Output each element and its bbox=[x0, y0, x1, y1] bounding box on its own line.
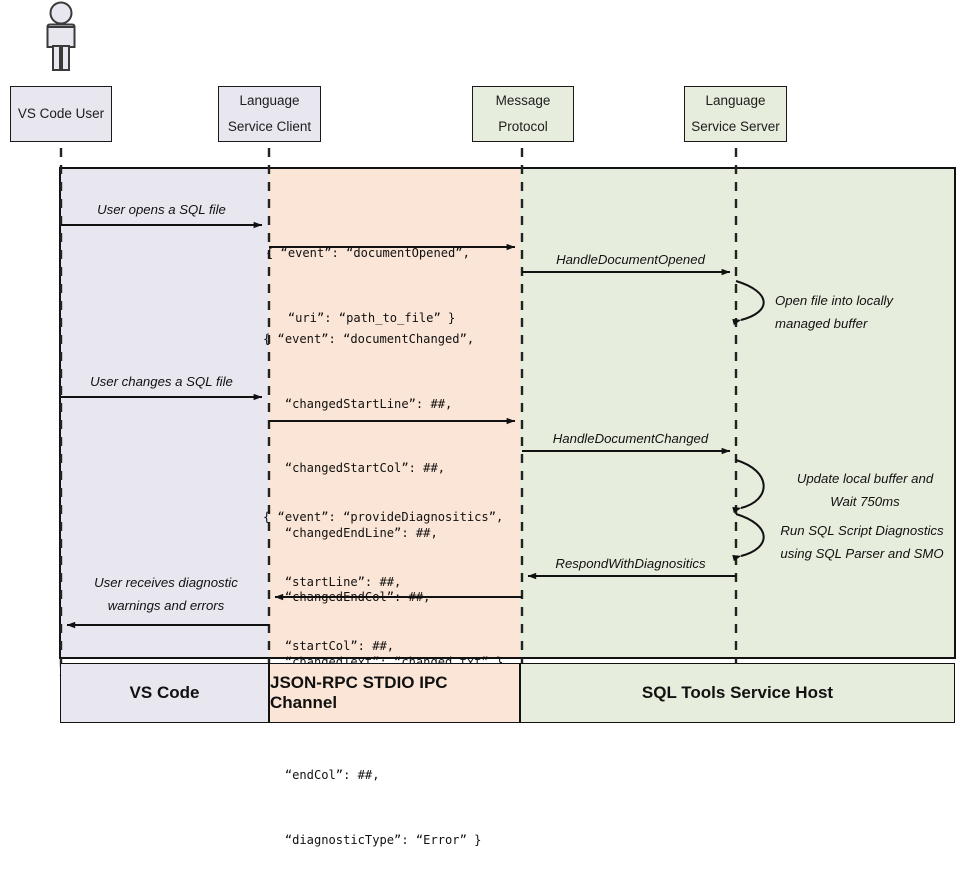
label-respond-with-diagnositics: RespondWithDiagnositics bbox=[555, 556, 706, 571]
participant-language-service-client-line2: Service Client bbox=[227, 119, 312, 134]
participant-vs-code-user-line1: VS Code User bbox=[17, 106, 105, 122]
payload-provide-diagnositics-line-0: { “event”: “provideDiagnositics”, bbox=[263, 510, 504, 525]
payload-provide-diagnositics-line-2: “startCol”: ##, bbox=[263, 639, 395, 654]
legend-sql-tools-service-host[interactable]: SQL Tools Service Host bbox=[520, 663, 955, 723]
note-open-file: Open file into locally managed buffer bbox=[775, 290, 955, 336]
participant-vs-code-user[interactable]: VS Code User bbox=[10, 86, 112, 142]
payload-document-changed-line-2: “changedStartCol”: ##, bbox=[263, 461, 446, 476]
payload-document-changed-line-0: { “event”: “documentChanged”, bbox=[263, 332, 475, 347]
legend-jsonrpc-label: JSON-RPC STDIO IPC Channel bbox=[270, 673, 448, 712]
note-update-buffer-line1: Update local buffer and bbox=[796, 471, 934, 486]
message-arrows bbox=[61, 221, 736, 629]
sequence-diagram-canvas bbox=[46, 1, 956, 680]
note-run-diagnostics-line1: Run SQL Script Diagnostics bbox=[780, 523, 944, 538]
payload-provide-diagnositics-line-4: “endCol”: ##, bbox=[263, 768, 380, 783]
label-handle-document-opened: HandleDocumentOpened bbox=[556, 252, 705, 267]
note-run-diagnostics-line2: using SQL Parser and SMO bbox=[780, 545, 944, 561]
vs-code-user-actor-icon bbox=[46, 1, 76, 71]
label-user-changes-sql-file: User changes a SQL file bbox=[90, 374, 233, 389]
note-open-file-line2: managed buffer bbox=[775, 315, 868, 331]
payload-provide-diagnositics-line-5: “diagnosticType”: “Error” } bbox=[263, 832, 482, 847]
participant-language-service-client[interactable]: Language Service Client bbox=[218, 86, 321, 142]
payload-document-changed-line-1: “changedStartLine”: ##, bbox=[263, 396, 453, 411]
payload-document-changed: { “event”: “documentChanged”, “changedSt… bbox=[263, 286, 503, 695]
payload-document-opened-line-1: “uri”: “path_to_file” } bbox=[266, 310, 456, 325]
payload-document-opened-line-0: { “event”: “documentOpened”, bbox=[266, 246, 470, 261]
participant-language-service-server-line2: Service Server bbox=[691, 119, 780, 134]
note-update-buffer: Update local buffer and Wait 750ms bbox=[770, 468, 960, 514]
label-user-receives-diagnostics-line2: warnings and errors bbox=[107, 597, 225, 613]
self-loop-run-diagnostics bbox=[732, 513, 765, 562]
lifelines bbox=[59, 148, 745, 680]
legend-vs-code[interactable]: VS Code bbox=[60, 663, 269, 723]
legend-vs-code-label: VS Code bbox=[129, 683, 200, 702]
label-user-receives-diagnostics-line1: User receives diagnostic bbox=[94, 575, 238, 590]
payload-document-changed-line-3: “changedEndLine”: ##, bbox=[263, 525, 438, 540]
participant-language-service-client-line1: Language bbox=[239, 93, 300, 109]
note-update-buffer-line2: Wait 750ms bbox=[830, 493, 900, 509]
payload-provide-diagnositics-line-1: “startLine”: ##, bbox=[263, 574, 402, 589]
participant-message-protocol[interactable]: Message Protocol bbox=[472, 86, 574, 142]
label-user-opens-sql-file: User opens a SQL file bbox=[97, 202, 226, 217]
self-loop-open-file bbox=[732, 280, 765, 326]
note-run-diagnostics: Run SQL Script Diagnostics using SQL Par… bbox=[766, 520, 958, 566]
legend-jsonrpc-stdio-ipc-channel[interactable]: JSON-RPC STDIO IPC Channel bbox=[269, 663, 520, 723]
legend-sql-tools-label: SQL Tools Service Host bbox=[641, 683, 834, 702]
self-loop-update-buffer bbox=[732, 459, 765, 514]
note-open-file-line1: Open file into locally bbox=[775, 293, 894, 308]
participant-language-service-server-line1: Language bbox=[705, 93, 766, 109]
activation-bands bbox=[59, 167, 956, 659]
label-handle-document-changed: HandleDocumentChanged bbox=[552, 431, 709, 446]
participant-message-protocol-line2: Protocol bbox=[498, 119, 548, 134]
participant-language-service-server[interactable]: Language Service Server bbox=[684, 86, 787, 142]
payload-document-changed-line-4: “changedEndCol”: ##, bbox=[263, 590, 431, 605]
participant-message-protocol-line1: Message bbox=[495, 93, 551, 109]
self-loop-arcs bbox=[732, 280, 765, 562]
payload-document-opened: { “event”: “documentOpened”, “uri”: “pat… bbox=[266, 200, 470, 351]
label-user-receives-diagnostics: User receives diagnostic warnings and er… bbox=[66, 572, 266, 617]
